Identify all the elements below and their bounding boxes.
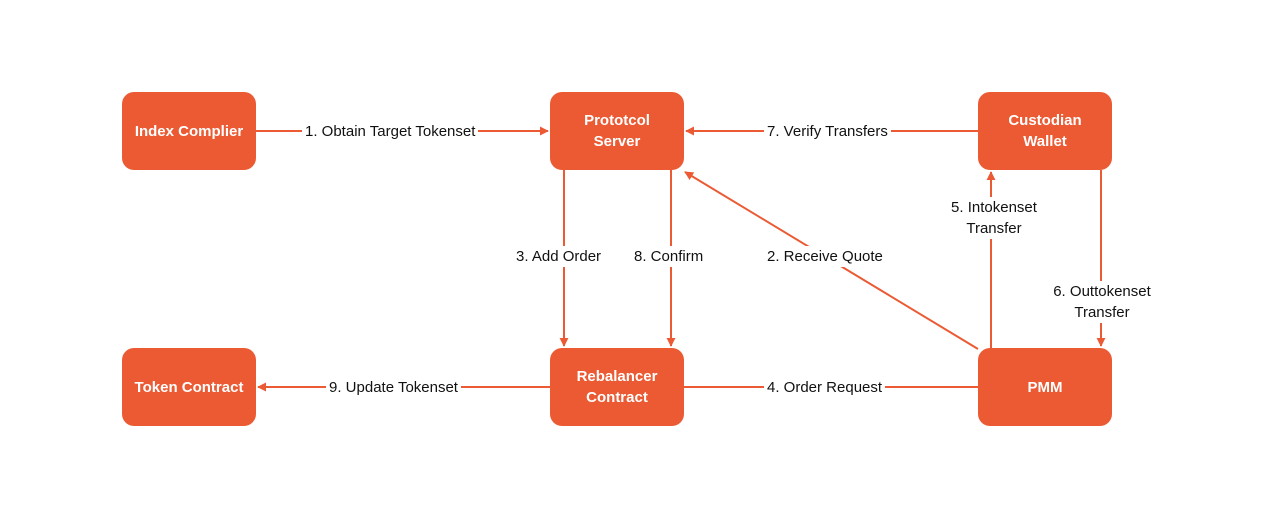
node-index-compiler: Index Complier	[122, 92, 256, 170]
node-label: Index Complier	[134, 122, 244, 140]
label-obtain-target: 1. Obtain Target Tokenset	[302, 121, 479, 142]
node-label: Rebalancer Contract	[576, 368, 658, 406]
label-update-tokenset: 9. Update Tokenset	[326, 377, 461, 398]
node-rebalancer-contract: Rebalancer Contract	[550, 348, 684, 426]
node-pmm: PMM	[978, 348, 1112, 426]
node-label: Token Contract	[134, 378, 244, 396]
label-receive-quote: 2. Receive Quote	[764, 246, 886, 267]
node-custodian-wallet: Custodian Wallet	[978, 92, 1112, 170]
label-add-order: 3. Add Order	[514, 246, 604, 267]
label-confirm: 8. Confirm	[632, 246, 706, 267]
label-intokenset-transfer: 5. Intokenset Transfer	[936, 197, 1052, 239]
node-label: Custodian Wallet	[1008, 112, 1082, 150]
node-protocol-server: Prototcol Server	[550, 92, 684, 170]
node-label: PMM	[1027, 378, 1063, 396]
node-label: Prototcol Server	[584, 112, 650, 150]
node-token-contract: Token Contract	[122, 348, 256, 426]
label-order-request: 4. Order Request	[764, 377, 886, 398]
label-verify-transfers: 7. Verify Transfers	[764, 121, 891, 142]
label-outtokenset-transfer: 6. Outtokenset Transfer	[1040, 281, 1164, 323]
